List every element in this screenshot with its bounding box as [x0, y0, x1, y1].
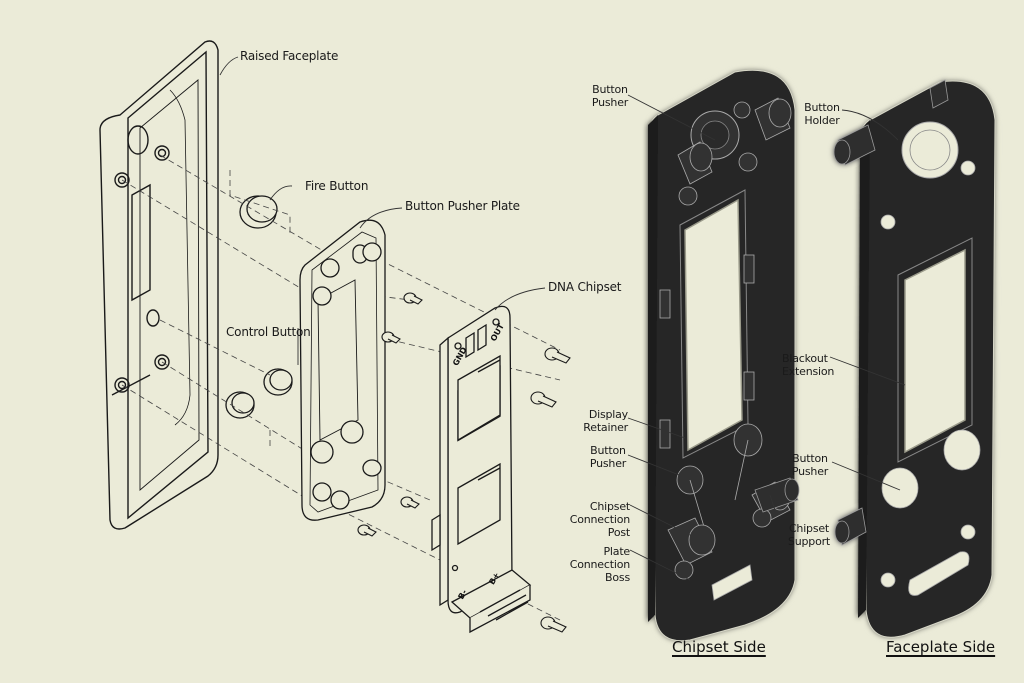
- label-line: Plate: [603, 545, 630, 558]
- label-chipset-support: Chipset Support: [784, 522, 834, 548]
- label-blackout-extension: Blackout Extension: [782, 352, 834, 378]
- label-button-pusher-top: Button Pusher: [588, 83, 632, 109]
- screw-4: [357, 524, 377, 537]
- label-line: Pusher: [791, 465, 829, 478]
- label-line: Blackout: [782, 352, 828, 365]
- label-line: Button: [592, 83, 628, 96]
- view-title-chipset-side: Chipset Side: [672, 638, 766, 656]
- label-button-pusher-mid: Button Pusher: [586, 444, 630, 470]
- label-line: Extension: [782, 365, 835, 378]
- screw-5: [544, 347, 571, 364]
- label-dna-chipset: DNA Chipset: [548, 280, 622, 294]
- chipset-support-pin: [754, 477, 800, 513]
- label-display-retainer: Display Retainer: [582, 408, 628, 434]
- label-button-holder: Button Holder: [800, 101, 844, 127]
- label-line: Chipset: [788, 522, 830, 535]
- leader-lines: [219, 56, 906, 581]
- label-line: Button: [804, 101, 840, 114]
- chipset-side-plate: [648, 69, 796, 642]
- label-line: Pusher: [589, 457, 627, 470]
- screw-3: [400, 496, 420, 509]
- label-line: Pusher: [591, 96, 629, 109]
- label-line: Chipset: [589, 500, 630, 513]
- screw-1: [403, 292, 423, 305]
- screw-6: [530, 391, 557, 408]
- screw-7: [540, 616, 567, 633]
- dna-chipset: [431, 305, 532, 634]
- label-button-pusher-plate: Button Pusher Plate: [405, 199, 520, 213]
- screw-2: [381, 331, 401, 344]
- control-button-lower: [225, 391, 255, 419]
- label-line: Button: [792, 452, 828, 465]
- screws: [357, 292, 571, 633]
- label-button-pusher-right: Button Pusher: [788, 452, 832, 478]
- raised-faceplate: [99, 40, 219, 530]
- label-line: Connection: [569, 513, 630, 526]
- fire-button: [239, 195, 278, 229]
- control-button-upper: [263, 368, 293, 396]
- button-pusher-plate: [299, 219, 386, 521]
- label-chipset-connection-post: Chipset Connection Post: [566, 500, 630, 539]
- label-line: Support: [787, 535, 831, 548]
- label-line: Button: [590, 444, 626, 457]
- label-fire-button: Fire Button: [305, 179, 369, 193]
- label-line: Retainer: [583, 421, 628, 434]
- label-raised-faceplate: Raised Faceplate: [240, 49, 339, 63]
- label-line: Post: [607, 526, 630, 539]
- label-line: Holder: [804, 114, 840, 127]
- label-line: Connection: [569, 558, 630, 571]
- label-control-button: Control Button: [226, 325, 311, 339]
- faceplate-side-plate: [833, 79, 996, 638]
- label-line: Display: [588, 408, 628, 421]
- view-title-faceplate-side: Faceplate Side: [886, 638, 996, 656]
- label-line: Boss: [605, 571, 630, 584]
- label-plate-connection-boss: Plate Connection Boss: [566, 545, 630, 584]
